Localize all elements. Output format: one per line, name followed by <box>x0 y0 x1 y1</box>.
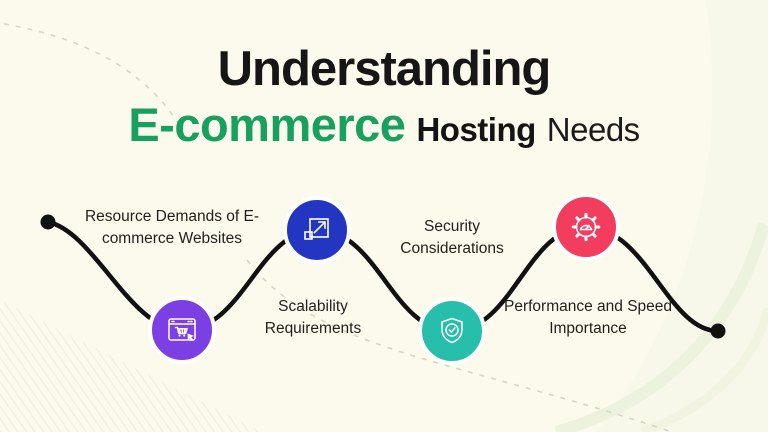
step-label-security: Security Considerations <box>400 218 504 257</box>
speed-gauge-gear-icon <box>569 210 603 244</box>
title-line2: E-commerce Hosting Needs <box>0 97 768 152</box>
title-light-word: Needs <box>546 111 640 148</box>
step-label-resource-demands: Resource Demands of E-commerce Websites <box>84 208 260 247</box>
title-highlight-word: E-commerce <box>128 98 406 151</box>
start-dot <box>40 214 56 230</box>
end-dot <box>710 323 726 339</box>
step-label-scalability: Scalability Requirements <box>264 298 362 337</box>
browser-cart-icon <box>165 313 199 347</box>
title-line1: Understanding <box>217 42 552 96</box>
step-node-security <box>418 297 486 365</box>
page-title: Understanding E-commerce Hosting Needs <box>0 42 768 152</box>
step-node-scalability <box>283 196 351 264</box>
step-node-performance <box>552 193 620 261</box>
title-bold-word: Hosting <box>416 111 536 148</box>
step-node-resource-demands <box>148 296 216 364</box>
shield-check-icon <box>435 314 469 348</box>
step-label-performance: Performance and Speed Importance <box>503 298 673 337</box>
expand-scale-icon <box>300 213 334 247</box>
